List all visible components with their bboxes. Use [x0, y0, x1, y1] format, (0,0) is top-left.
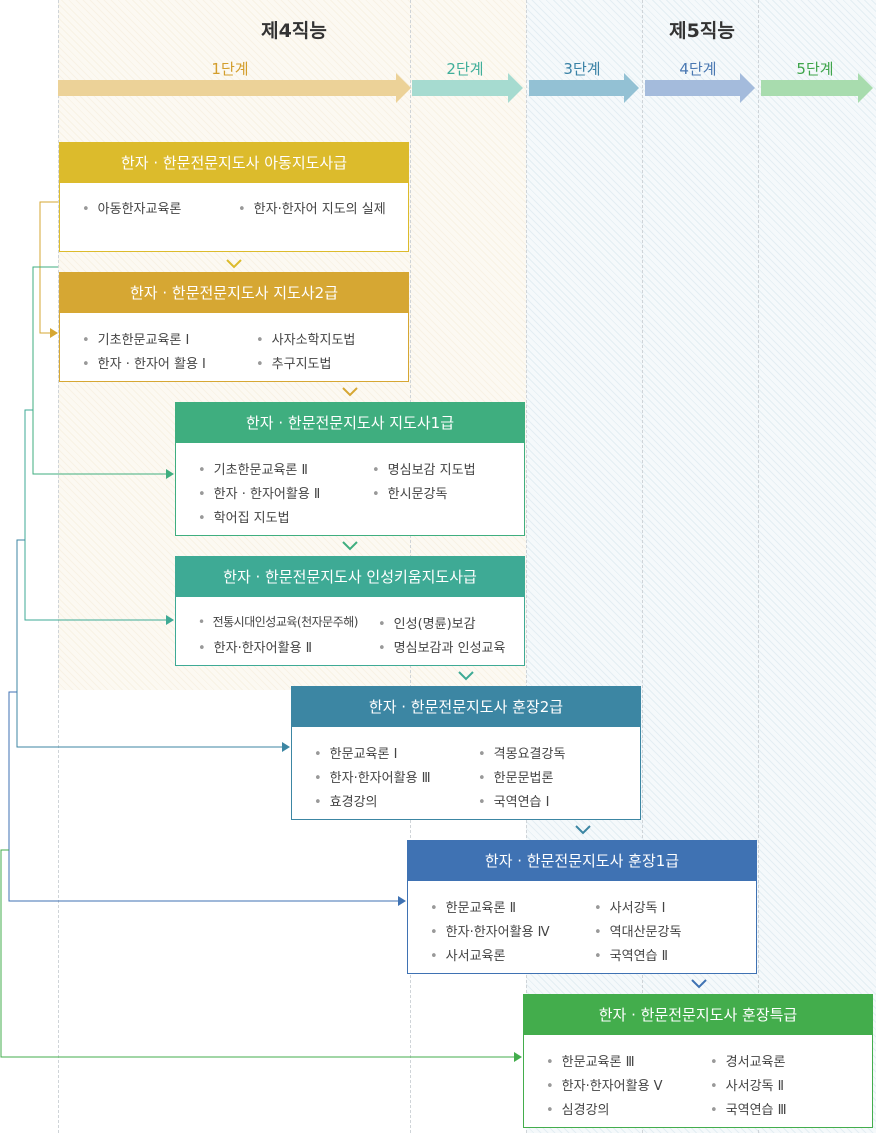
course-title: 한자 · 한문전문지도사 지도사1급	[176, 403, 524, 443]
course-box-instructor-1: 한자 · 한문전문지도사 지도사1급 기초한문교육론 Ⅱ 한자 · 한자어활용 …	[175, 402, 525, 536]
stage-4-arrow	[645, 73, 755, 103]
connector-to-hunjang2	[16, 539, 284, 748]
list-item: 한문교육론 Ⅲ	[546, 1051, 635, 1070]
chevron-down-icon	[691, 979, 707, 989]
course-box-instructor-2: 한자 · 한문전문지도사 지도사2급 기초한문교육론 Ⅰ 한자 · 한자어 활용…	[59, 272, 409, 382]
stage-1-arrow	[58, 73, 411, 103]
course-title: 한자 · 한문전문지도사 지도사2급	[60, 273, 408, 313]
course-box-hunjang-1: 한자 · 한문전문지도사 훈장1급 한문교육론 Ⅱ 한자·한자어활용 Ⅳ 사서교…	[407, 840, 757, 974]
list-item: 격몽요결강독	[478, 743, 566, 762]
stage-5-arrow	[761, 73, 873, 103]
list-item: 한자·한자어활용 Ⅴ	[546, 1075, 663, 1094]
chevron-down-icon	[342, 387, 358, 397]
arrowhead	[282, 742, 290, 752]
chevron-down-icon	[342, 541, 358, 551]
connector-to-inseong	[24, 409, 168, 621]
list-item: 국역연습 Ⅲ	[710, 1099, 787, 1118]
course-title: 한자 · 한문전문지도사 훈장1급	[408, 841, 756, 881]
stage-3-arrow	[529, 73, 639, 103]
course-box-character-instructor: 한자 · 한문전문지도사 인성키움지도사급 전통시대인성교육(천자문주해) 한자…	[175, 556, 525, 666]
list-item: 한문문법론	[478, 767, 554, 786]
column-divider	[642, 0, 643, 1133]
list-item: 추구지도법	[256, 353, 332, 372]
stage-3-label: 3단계	[563, 60, 601, 78]
list-item: 한자 · 한자어 활용 Ⅰ	[82, 353, 206, 372]
list-item: 한자·한자어활용 Ⅱ	[198, 637, 312, 656]
connector-to-special	[0, 849, 516, 1058]
list-item: 한자·한자어활용 Ⅳ	[430, 921, 550, 940]
arrowhead	[398, 896, 406, 906]
list-item: 국역연습 Ⅰ	[478, 791, 550, 810]
column-divider	[58, 0, 59, 1133]
list-item: 기초한문교육론 Ⅱ	[198, 459, 308, 478]
list-item: 한문교육론 Ⅱ	[430, 897, 516, 916]
stage-arrows	[58, 73, 873, 103]
list-item: 학어집 지도법	[198, 507, 290, 526]
list-item: 심경강의	[546, 1099, 610, 1118]
chevron-down-icon	[226, 259, 242, 269]
level5-title: 제5직능	[669, 20, 735, 42]
list-item: 기초한문교육론 Ⅰ	[82, 329, 190, 348]
column-divider	[758, 0, 759, 1133]
course-title: 한자 · 한문전문지도사 아동지도사급	[60, 143, 408, 183]
list-item: 한자·한자어활용 Ⅲ	[314, 767, 431, 786]
list-item: 인성(명륜)보감	[378, 613, 476, 632]
list-item: 한문교육론 Ⅰ	[314, 743, 398, 762]
level4-title: 제4직능	[261, 20, 327, 42]
list-item: 한시문강독	[372, 483, 448, 502]
arrowhead	[166, 615, 174, 625]
course-box-child-instructor: 한자 · 한문전문지도사 아동지도사급 아동한자교육론 한자·한자어 지도의 실…	[59, 142, 409, 252]
list-item: 명심보감 지도법	[372, 459, 476, 478]
chevron-down-icon	[458, 671, 474, 681]
stage-5-label: 5단계	[796, 60, 834, 78]
stage-1-label: 1단계	[211, 60, 249, 78]
arrowhead	[166, 469, 174, 479]
arrowhead	[514, 1052, 522, 1062]
list-item: 사서교육론	[430, 945, 506, 964]
stage-4-label: 4단계	[679, 60, 717, 78]
list-item: 사서강독 Ⅰ	[594, 897, 666, 916]
connector-to-hunjang1	[8, 691, 400, 902]
list-item: 국역연습 Ⅱ	[594, 945, 668, 964]
arrowhead	[50, 328, 58, 338]
course-box-hunjang-special: 한자 · 한문전문지도사 훈장특급 한문교육론 Ⅲ 한자·한자어활용 Ⅴ 심경강…	[523, 994, 873, 1128]
course-title: 한자 · 한문전문지도사 훈장2급	[292, 687, 640, 727]
stage-2-arrow	[412, 73, 523, 103]
column-divider	[526, 0, 527, 1133]
list-item: 사자소학지도법	[256, 329, 356, 348]
course-title: 한자 · 한문전문지도사 훈장특급	[524, 995, 872, 1035]
connector-to-level1	[32, 266, 168, 475]
course-box-hunjang-2: 한자 · 한문전문지도사 훈장2급 한문교육론 Ⅰ 한자·한자어활용 Ⅲ 효경강…	[291, 686, 641, 820]
list-item: 한자 · 한자어활용 Ⅱ	[198, 483, 321, 502]
list-item: 효경강의	[314, 791, 378, 810]
list-item: 아동한자교육론	[82, 198, 182, 217]
list-item: 명심보감과 인성교육	[378, 637, 506, 656]
list-item: 사서강독 Ⅱ	[710, 1075, 784, 1094]
list-item: 경서교육론	[710, 1051, 786, 1070]
list-item: 한자·한자어 지도의 실제	[238, 198, 386, 217]
course-title: 한자 · 한문전문지도사 인성키움지도사급	[176, 557, 524, 597]
stage-2-label: 2단계	[446, 60, 484, 78]
list-item: 역대산문강독	[594, 921, 682, 940]
list-item: 전통시대인성교육(천자문주해)	[198, 613, 359, 630]
chevron-down-icon	[575, 825, 591, 835]
